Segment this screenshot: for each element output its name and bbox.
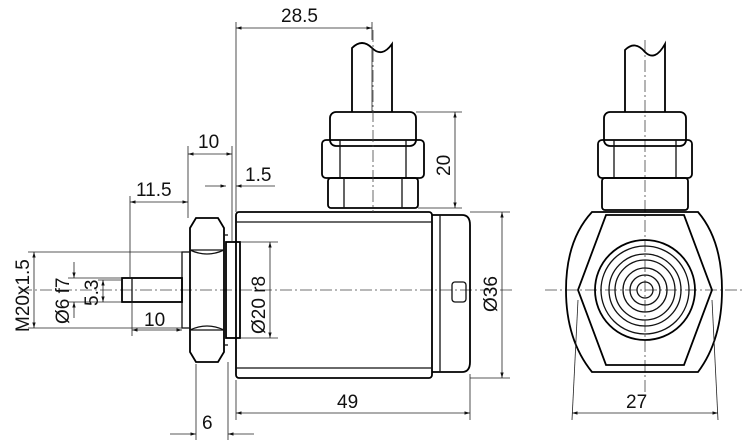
dim-nut-width: 6	[202, 413, 213, 434]
dim-flat: 5.3	[82, 280, 103, 306]
front-gland-top	[603, 111, 687, 147]
sensor-body	[235, 211, 433, 379]
front-body	[565, 211, 723, 373]
dim-gap: 1.5	[245, 165, 271, 186]
hex-nut	[189, 217, 225, 363]
dim-hex-across-flats: 27	[626, 392, 647, 413]
dim-shaft-dia: Ø6 f7	[53, 278, 74, 324]
dim-body-length: 49	[337, 392, 358, 413]
dim-gland-height: 20	[434, 155, 455, 176]
rear-indicator	[451, 281, 467, 303]
dim-shaft-stub: 10	[144, 310, 165, 331]
dim-body-dia: Ø36	[481, 276, 502, 312]
rear-cap	[432, 214, 471, 373]
front-hex	[577, 214, 713, 366]
front-dimensions: 27	[571, 299, 719, 421]
dim-overall-length: 28.5	[281, 6, 318, 27]
front-view	[545, 40, 745, 395]
shaft	[121, 277, 183, 303]
dim-flange-width: 10	[198, 132, 219, 153]
flange	[225, 241, 241, 339]
dim-body-dia-small: Ø20 r8	[249, 276, 270, 334]
side-dimensions: 28.5 20 10 1.5 11.5 M20x1.5 Ø6 f7 5	[13, 6, 510, 440]
dim-thread: M20x1.5	[13, 259, 34, 332]
side-view	[20, 30, 515, 379]
front-shaft	[636, 281, 654, 299]
dim-shaft-length: 11.5	[136, 180, 172, 201]
front-gland-base	[601, 177, 689, 211]
front-cable	[624, 40, 666, 112]
